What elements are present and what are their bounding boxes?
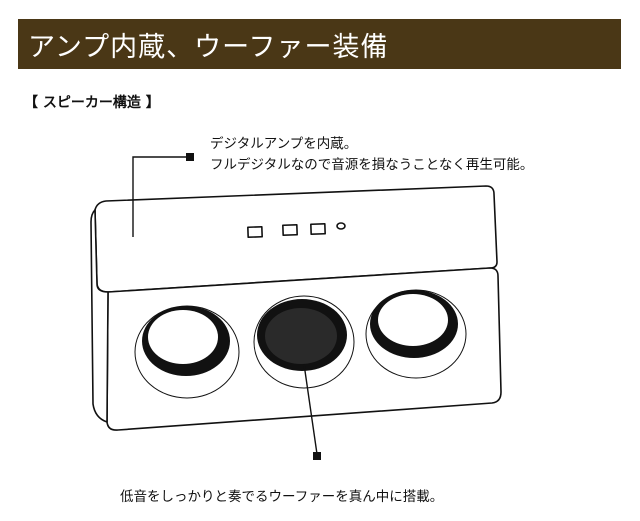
power-button-icon [247, 225, 263, 239]
woofer-unit [253, 295, 355, 389]
header-bar: アンプ内蔵、ウーファー装備 [18, 19, 621, 69]
page-title: アンプ内蔵、ウーファー装備 [28, 31, 389, 63]
section-label: 【 スピーカー構造 】 [24, 95, 160, 111]
volume-down-button-icon [282, 223, 298, 237]
amp-leader-marker [186, 153, 194, 161]
right-speaker-unit [365, 289, 467, 379]
amp-callout: デジタルアンプを内蔵。 フルデジタルなので音源を損なうことなく再生可能。 [210, 134, 533, 176]
woofer-callout: 低音をしっかりと奏でるウーファーを真ん中に搭載。 [120, 489, 444, 505]
amp-leader-line [132, 156, 189, 237]
woofer-leader-line [303, 363, 318, 455]
speaker-side-face [90, 209, 109, 423]
amp-callout-line1: デジタルアンプを内蔵。 [210, 136, 358, 152]
indicator-light-icon [336, 222, 346, 230]
amp-callout-line2: フルデジタルなので音源を損なうことなく再生可能。 [210, 157, 534, 173]
volume-up-button-icon [310, 222, 326, 236]
woofer-leader-marker [313, 452, 321, 460]
left-speaker-unit [134, 305, 240, 399]
